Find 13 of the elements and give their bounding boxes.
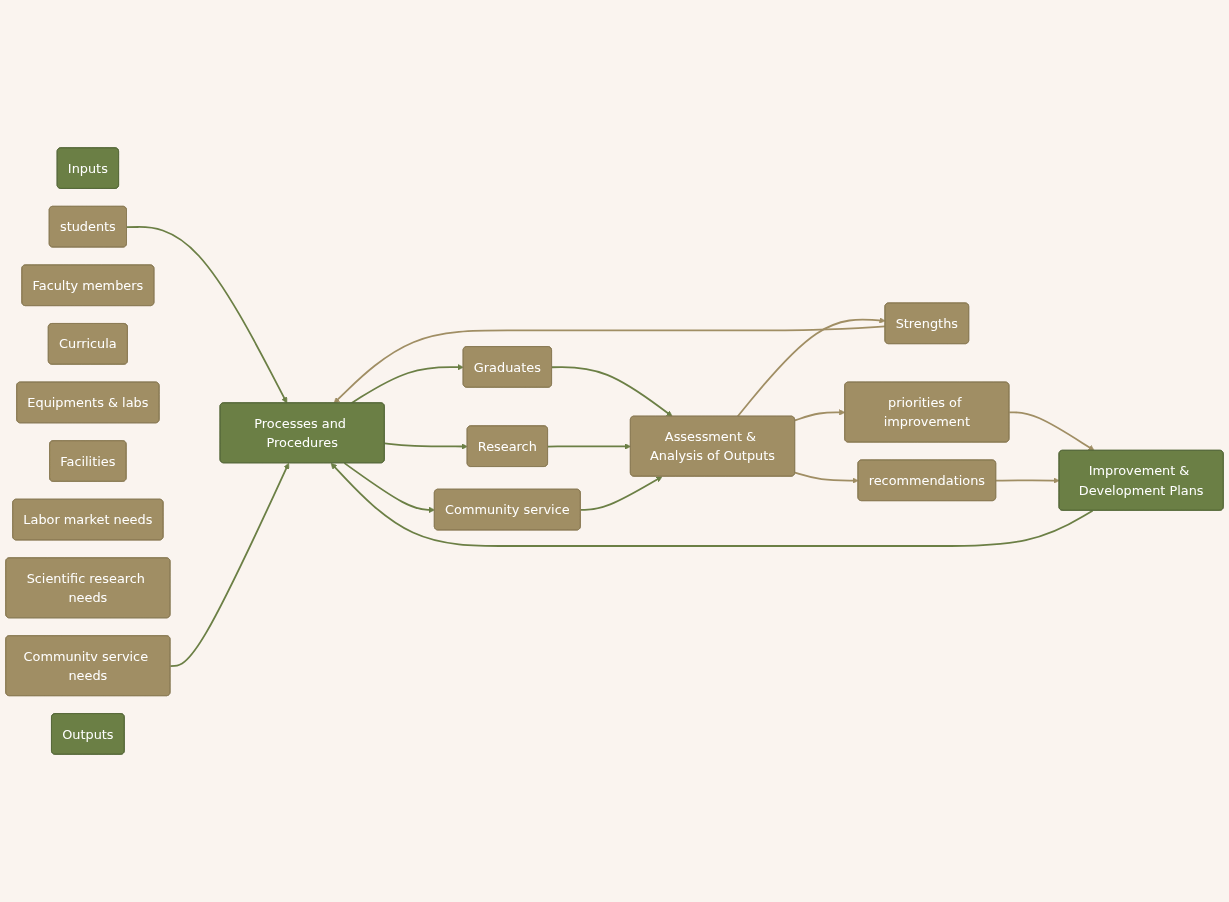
arrow xyxy=(794,471,859,484)
arrow xyxy=(330,462,1094,547)
arrow xyxy=(547,443,631,450)
arrow xyxy=(343,462,435,513)
arrow xyxy=(736,317,886,418)
arrow xyxy=(169,462,290,667)
arrow xyxy=(551,366,673,417)
arrow xyxy=(794,409,846,422)
arrow xyxy=(383,442,468,450)
arrow xyxy=(579,476,663,511)
arrow xyxy=(125,226,288,404)
arrow xyxy=(1008,411,1095,451)
arrow xyxy=(995,477,1060,484)
